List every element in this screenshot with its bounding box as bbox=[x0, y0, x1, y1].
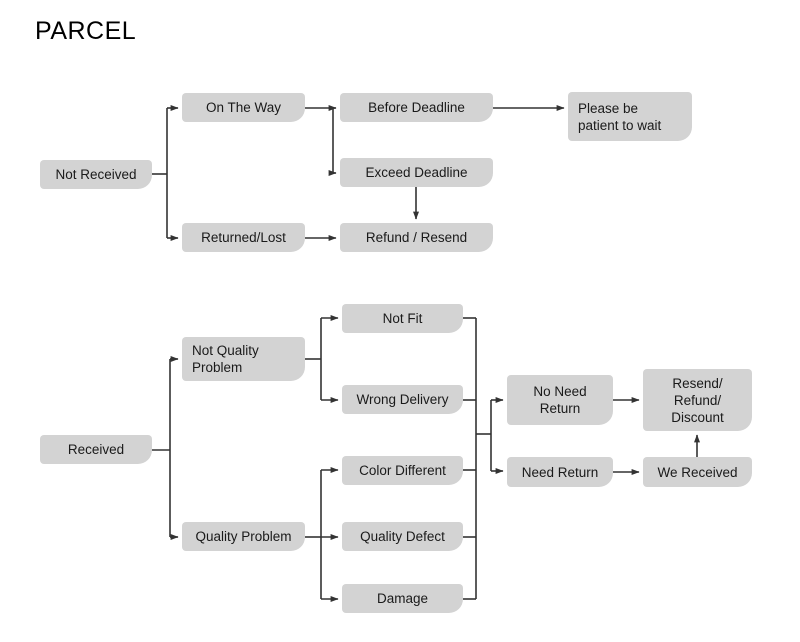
node-label: Returned/Lost bbox=[201, 230, 286, 245]
node-refund_resend[interactable]: Refund / Resend bbox=[340, 223, 493, 252]
node-label: Quality Problem bbox=[195, 529, 292, 544]
node-label: Not Quality Problem bbox=[192, 343, 259, 375]
node-quality_defect[interactable]: Quality Defect bbox=[342, 522, 463, 551]
node-label: We Received bbox=[657, 464, 738, 480]
node-label: Received bbox=[67, 442, 125, 457]
node-label: Before Deadline bbox=[368, 100, 465, 115]
node-quality_problem[interactable]: Quality Problem bbox=[182, 522, 305, 551]
node-label: Wrong Delivery bbox=[356, 392, 449, 407]
node-label: Exceed Deadline bbox=[365, 165, 468, 180]
node-color_different[interactable]: Color Different bbox=[342, 456, 463, 485]
node-label: Please be patient to wait bbox=[578, 100, 662, 133]
node-not_quality[interactable]: Not Quality Problem bbox=[182, 337, 305, 381]
node-label: Damage bbox=[376, 591, 429, 606]
node-label: Not Fit bbox=[382, 311, 423, 326]
node-no_need_return[interactable]: No Need Return bbox=[507, 375, 613, 425]
page-title: PARCEL bbox=[35, 17, 137, 45]
node-label: Not Received bbox=[55, 167, 137, 182]
node-wrong_delivery[interactable]: Wrong Delivery bbox=[342, 385, 463, 414]
node-label: Color Different bbox=[359, 463, 446, 478]
node-label: Need Return bbox=[521, 464, 599, 480]
node-exceed_deadline[interactable]: Exceed Deadline bbox=[340, 158, 493, 187]
node-damage[interactable]: Damage bbox=[342, 584, 463, 613]
node-label: No Need Return bbox=[533, 384, 587, 416]
node-label: Quality Defect bbox=[360, 529, 445, 544]
node-returned_lost[interactable]: Returned/Lost bbox=[182, 223, 305, 252]
node-resend_refund[interactable]: Resend/ Refund/ Discount bbox=[643, 369, 752, 431]
node-label: On The Way bbox=[205, 100, 282, 115]
node-before_deadline[interactable]: Before Deadline bbox=[340, 93, 493, 122]
node-need_return[interactable]: Need Return bbox=[507, 457, 613, 487]
node-received[interactable]: Received bbox=[40, 435, 152, 464]
node-not_received[interactable]: Not Received bbox=[40, 160, 152, 189]
node-not_fit[interactable]: Not Fit bbox=[342, 304, 463, 333]
node-label: Resend/ Refund/ Discount bbox=[671, 375, 724, 425]
node-label: Refund / Resend bbox=[365, 230, 468, 245]
node-we_received[interactable]: We Received bbox=[643, 457, 752, 487]
node-on_the_way[interactable]: On The Way bbox=[182, 93, 305, 122]
node-please_wait[interactable]: Please be patient to wait bbox=[568, 92, 692, 141]
